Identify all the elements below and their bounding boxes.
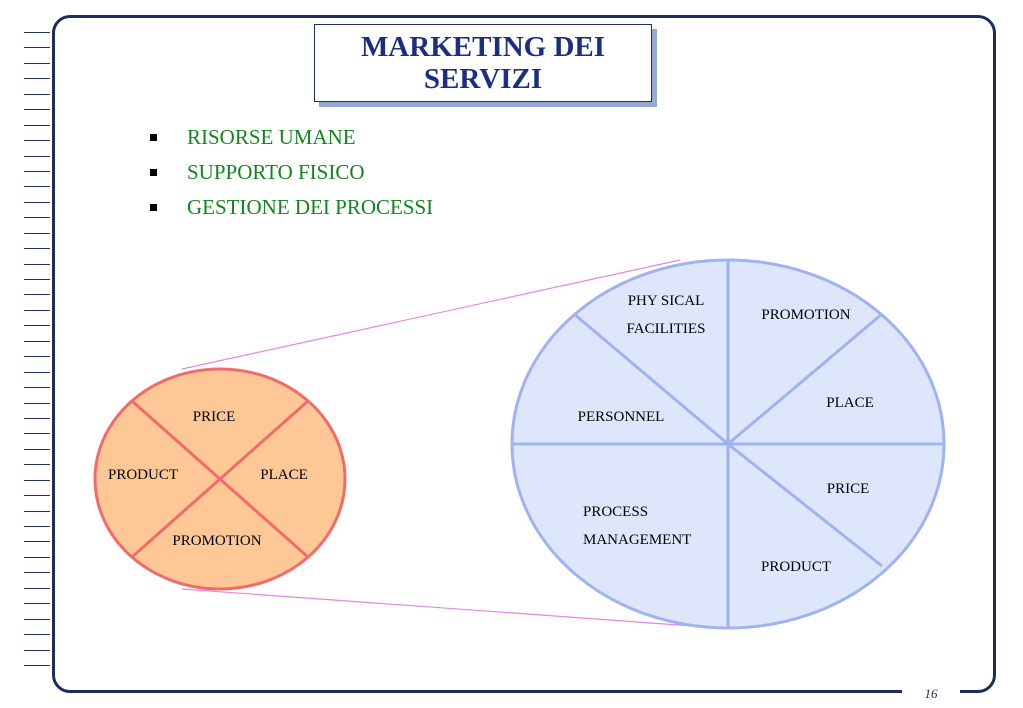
left-margin-lines xyxy=(24,32,50,680)
bullet-item: RISORSE UMANE xyxy=(150,120,433,155)
connector-line-top xyxy=(181,259,681,370)
bullet-item: GESTIONE DEI PROCESSI xyxy=(150,190,433,225)
slide-title: MARKETING DEI SERVIZI xyxy=(360,31,606,95)
bullet-list: RISORSE UMANE SUPPORTO FISICO GESTIONE D… xyxy=(150,120,433,225)
large-label-physical: PHY SICAL xyxy=(628,293,705,309)
small-circle: PRICE PRODUCT PLACE PROMOTION xyxy=(93,367,347,591)
slide-frame xyxy=(52,15,996,693)
large-label-place: PLACE xyxy=(826,395,874,411)
large-label-promotion: PROMOTION xyxy=(761,307,850,323)
small-label-price: PRICE xyxy=(193,409,236,425)
connector-line-bottom xyxy=(181,588,721,629)
bullet-square-icon xyxy=(150,204,157,211)
large-circle-divider xyxy=(727,312,883,446)
small-label-place: PLACE xyxy=(260,467,308,483)
large-circle-divider xyxy=(727,442,883,568)
title-box: MARKETING DEI SERVIZI xyxy=(314,24,652,102)
large-label-facilities: FACILITIES xyxy=(627,321,706,337)
large-label-product: PRODUCT xyxy=(761,559,831,575)
small-label-product: PRODUCT xyxy=(108,467,178,483)
large-label-price: PRICE xyxy=(827,481,870,497)
bullet-text: RISORSE UMANE xyxy=(187,125,356,149)
bullet-square-icon xyxy=(150,169,157,176)
frame-gap xyxy=(902,684,960,700)
bullet-text: SUPPORTO FISICO xyxy=(187,160,365,184)
page-number: 16 xyxy=(924,686,938,701)
large-label-process: PROCESS xyxy=(583,504,648,520)
large-label-personnel: PERSONNEL xyxy=(578,409,665,425)
bullet-square-icon xyxy=(150,134,157,141)
large-circle-divider xyxy=(573,312,729,446)
bullet-text: GESTIONE DEI PROCESSI xyxy=(187,195,434,219)
small-circle-divider xyxy=(131,399,309,559)
large-label-management: MANAGEMENT xyxy=(583,532,691,548)
small-label-promotion: PROMOTION xyxy=(172,533,261,549)
large-circle: PHY SICAL FACILITIES PROMOTION PERSONNEL… xyxy=(510,258,946,630)
bullet-item: SUPPORTO FISICO xyxy=(150,155,433,190)
